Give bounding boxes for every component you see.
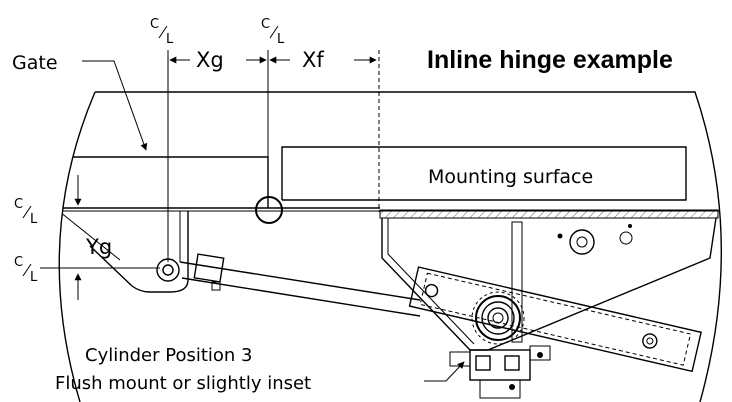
cl-symbol-hinge: C L <box>261 17 285 47</box>
svg-text:C: C <box>261 17 270 32</box>
svg-text:C: C <box>14 197 23 212</box>
svg-text:C: C <box>150 17 159 32</box>
svg-text:C: C <box>14 255 23 270</box>
cylinder-tube <box>408 266 702 373</box>
gate-bracket <box>89 211 189 293</box>
gate-label: Gate <box>12 52 58 74</box>
flush-mount-leader <box>424 361 465 382</box>
hinge-pin <box>255 196 283 224</box>
view-boundary <box>58 91 722 402</box>
cl-symbol-lower-left: C L <box>14 255 38 285</box>
flush-mount-label: Flush mount or slightly inset <box>55 373 311 394</box>
valve-block <box>449 345 551 399</box>
xf-label: Xf <box>302 48 324 72</box>
cl-symbol-gate: C L <box>150 17 174 47</box>
mounting-surface-rect <box>281 146 687 201</box>
hydraulic-cylinder <box>156 253 421 317</box>
svg-text:L: L <box>30 270 38 285</box>
mounting-surface-label: Mounting surface <box>428 166 593 188</box>
svg-text:L: L <box>30 212 38 227</box>
yg-label: Yg <box>85 235 112 259</box>
xg-label: Xg <box>196 48 224 72</box>
title: Inline hinge example <box>427 46 673 74</box>
cl-symbol-upper-left: C L <box>14 197 38 227</box>
gate-leader <box>82 60 148 151</box>
gate-outline <box>59 156 269 208</box>
cylinder-position-label: Cylinder Position 3 <box>85 345 253 366</box>
pivot-assembly <box>471 291 525 345</box>
svg-text:L: L <box>166 32 174 47</box>
svg-text:L: L <box>277 32 285 47</box>
diag-line <box>59 211 121 261</box>
